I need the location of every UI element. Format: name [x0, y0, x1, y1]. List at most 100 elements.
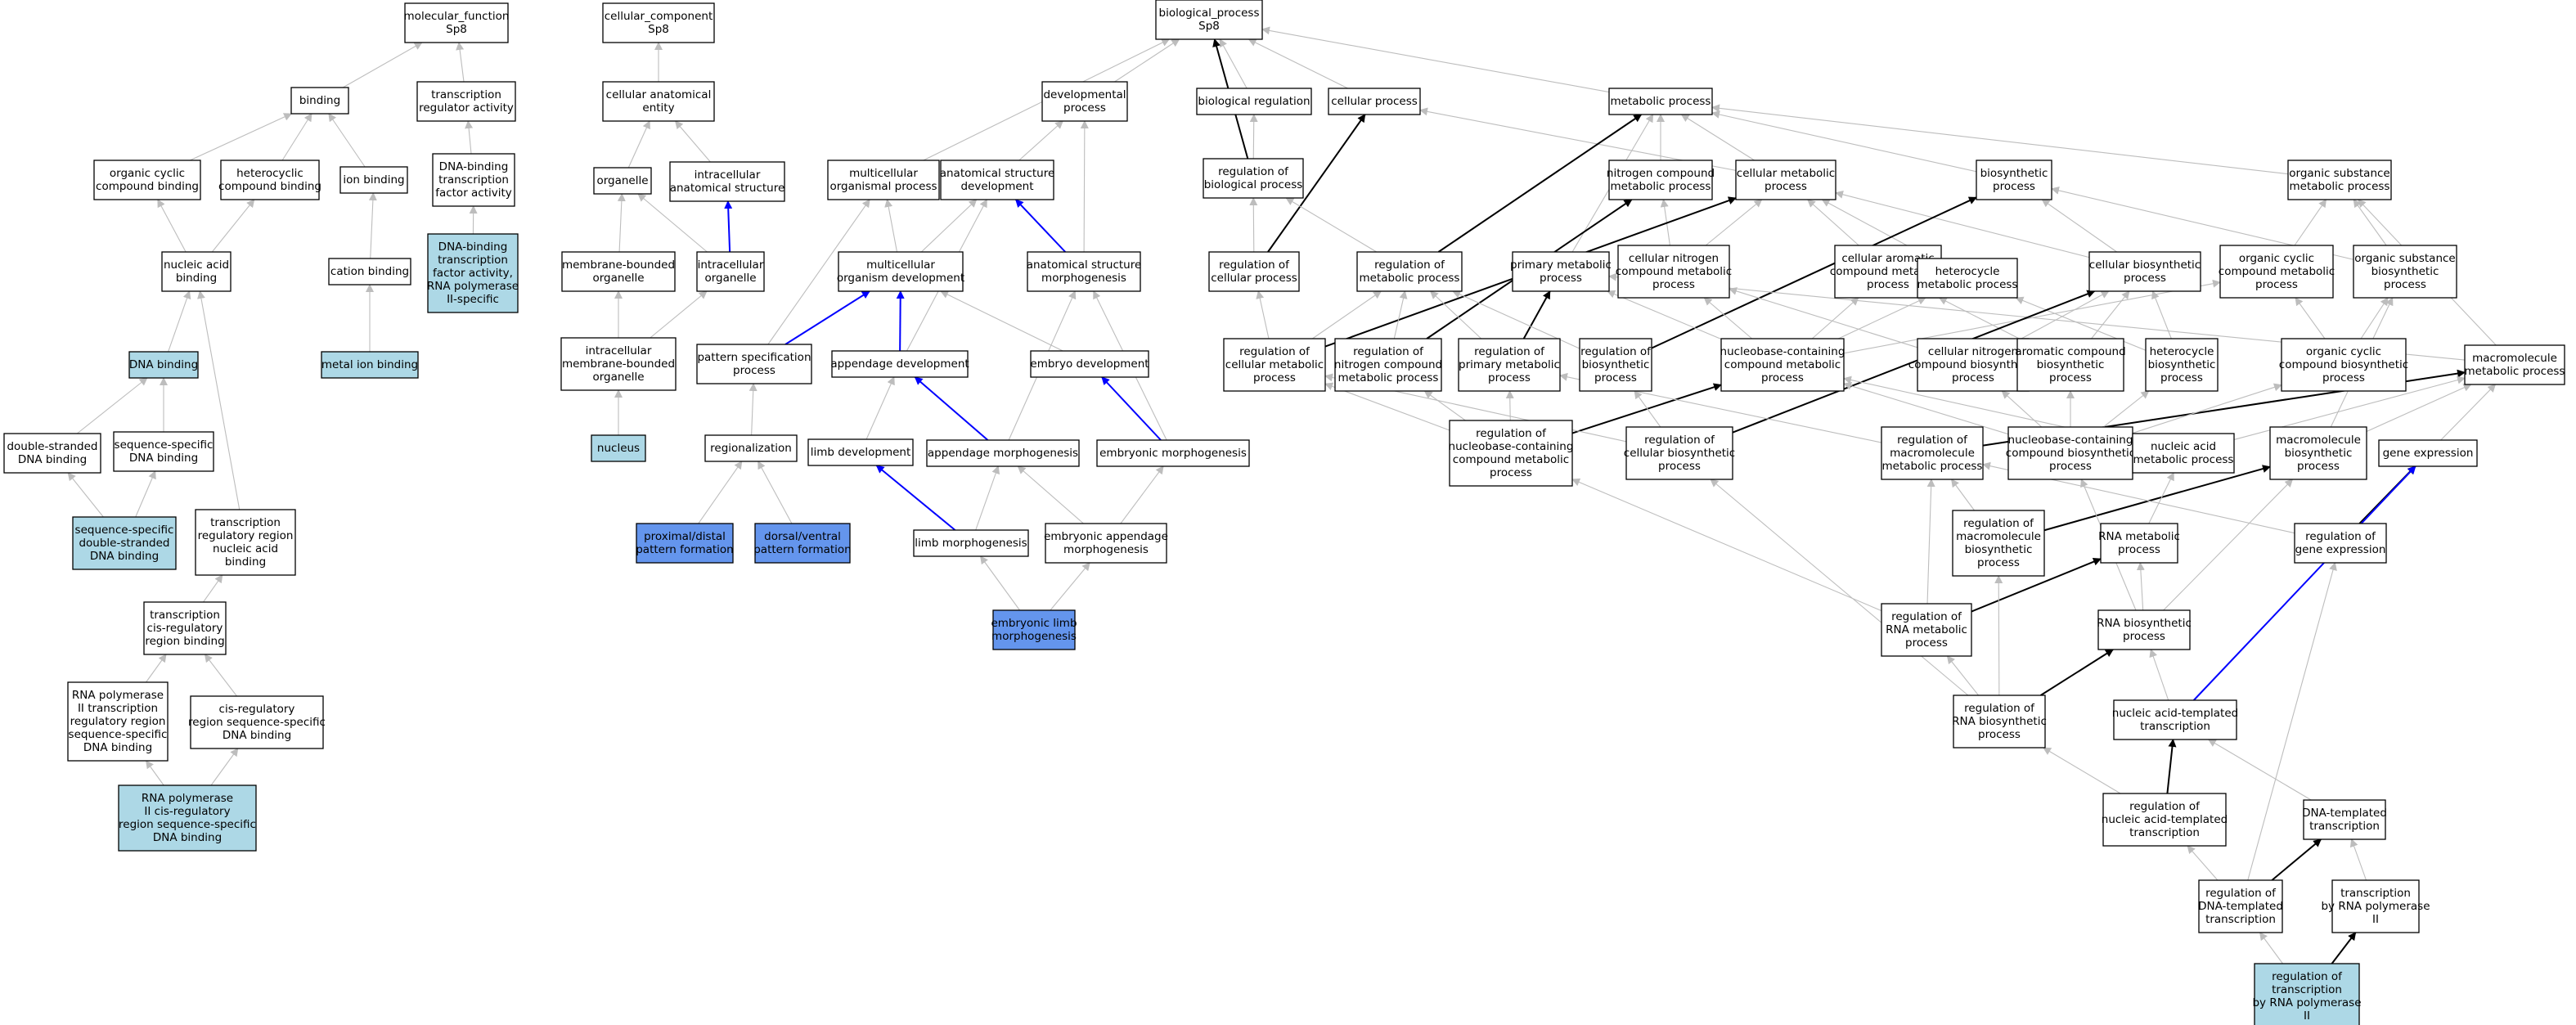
- node-box[interactable]: [560, 337, 677, 391]
- node-box[interactable]: [913, 529, 1029, 557]
- node-box[interactable]: [3, 433, 101, 474]
- node-box[interactable]: [696, 251, 765, 292]
- go-term-node-reg-macro-bio[interactable]: regulation ofmacromoleculebiosyntheticpr…: [1952, 510, 2045, 577]
- node-box[interactable]: [696, 344, 812, 384]
- go-term-node-emb-morph[interactable]: embryonic morphogenesis: [1096, 439, 1250, 467]
- go-term-node-app-morph[interactable]: appendage morphogenesis: [926, 439, 1080, 467]
- node-box[interactable]: [2331, 879, 2420, 933]
- node-box[interactable]: [1917, 258, 2018, 299]
- go-term-node-limb-morph[interactable]: limb morphogenesis: [913, 529, 1029, 557]
- node-box[interactable]: [2102, 793, 2227, 847]
- node-box[interactable]: [1512, 251, 1610, 292]
- node-box[interactable]: [807, 438, 914, 466]
- node-box[interactable]: [416, 81, 516, 122]
- node-box[interactable]: [940, 160, 1054, 200]
- node-box[interactable]: [220, 160, 320, 200]
- go-term-node-ion-binding[interactable]: ion binding: [339, 166, 408, 194]
- node-box[interactable]: [1096, 439, 1250, 467]
- node-box[interactable]: [593, 167, 652, 195]
- node-box[interactable]: [2281, 338, 2407, 392]
- go-term-node-met-proc[interactable]: metabolic process: [1608, 88, 1713, 115]
- node-box[interactable]: [926, 439, 1080, 467]
- node-box[interactable]: [321, 351, 419, 379]
- go-term-node-limb-dev[interactable]: limb development: [807, 438, 914, 466]
- node-box[interactable]: [128, 351, 199, 379]
- node-box[interactable]: [1203, 158, 1304, 199]
- node-box[interactable]: [2294, 523, 2387, 564]
- node-box[interactable]: [1579, 338, 1652, 392]
- node-box[interactable]: [1356, 251, 1463, 292]
- node-box[interactable]: [432, 153, 515, 207]
- node-box[interactable]: [2088, 251, 2201, 292]
- node-box[interactable]: [1196, 88, 1312, 115]
- node-box[interactable]: [1334, 338, 1442, 392]
- node-box[interactable]: [2016, 338, 2124, 392]
- node-box[interactable]: [602, 81, 715, 122]
- node-box[interactable]: [1223, 338, 1326, 392]
- node-box[interactable]: [427, 233, 519, 313]
- node-box[interactable]: [2287, 160, 2392, 200]
- node-box[interactable]: [67, 681, 169, 762]
- node-box[interactable]: [190, 695, 324, 749]
- node-box[interactable]: [2303, 799, 2386, 840]
- node-box[interactable]: [754, 523, 851, 564]
- go-term-node-dna-binding[interactable]: DNA binding: [128, 351, 199, 379]
- node-box[interactable]: [1720, 338, 1845, 392]
- go-term-node-organelle[interactable]: organelle: [593, 167, 652, 195]
- node-box[interactable]: [2464, 344, 2565, 385]
- go-term-node-cation-binding[interactable]: cation binding: [328, 258, 411, 285]
- node-box[interactable]: [2254, 963, 2360, 1025]
- node-box[interactable]: [1953, 695, 2046, 749]
- node-box[interactable]: [1449, 420, 1573, 487]
- go-term-node-app-dev[interactable]: appendage development: [830, 350, 969, 378]
- node-box[interactable]: [1608, 160, 1713, 200]
- node-box[interactable]: [1617, 245, 1730, 299]
- node-box[interactable]: [1881, 603, 1972, 657]
- node-box[interactable]: [1881, 426, 1984, 480]
- node-box[interactable]: [704, 434, 798, 462]
- go-term-node-reg-nuc-cont[interactable]: regulation ofnucleobase-containingcompou…: [1449, 420, 1574, 487]
- node-box[interactable]: [290, 87, 349, 115]
- node-box[interactable]: [2219, 245, 2334, 299]
- node-box[interactable]: [118, 784, 257, 852]
- node-box[interactable]: [1328, 88, 1421, 115]
- node-box[interactable]: [1735, 160, 1836, 200]
